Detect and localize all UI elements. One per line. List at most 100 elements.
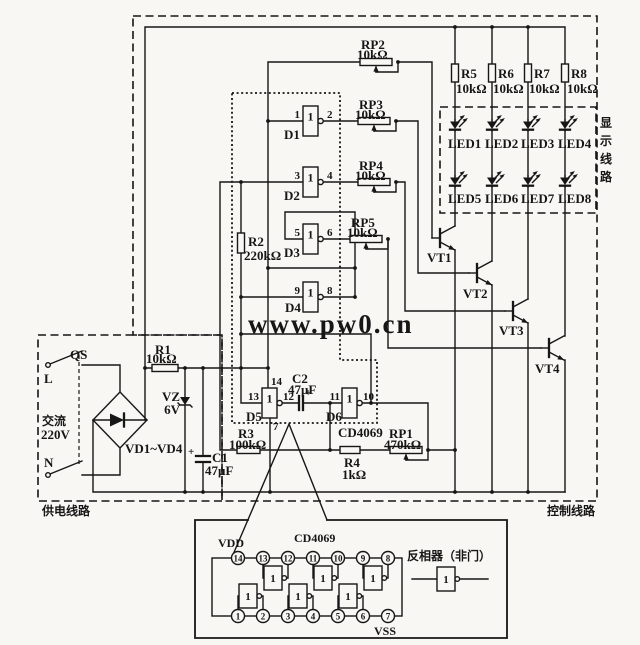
d4-pin-in: 9 [295,285,301,297]
pkg-pin2: 2 [261,612,266,622]
vt3-label: VT3 [499,323,524,338]
d1-pin-out: 2 [327,109,333,121]
gate-d3: 5 6 D3 [284,223,333,260]
rp5-name: RP5 [351,215,375,230]
vt4-label: VT4 [535,361,560,376]
rp2-value: 10kΩ [357,47,388,62]
vz-value: 6V [164,402,181,417]
gate-d4: 9 8 D4 [285,281,333,315]
rp2-name: RP2 [361,37,385,52]
led7: LED7 [521,169,555,206]
pot-rp5: RP5 10kΩ [347,215,391,250]
power-circuit-box: 供电线路 [37,334,223,518]
pot-rp2: RP2 10kΩ [357,37,401,73]
gate-d5: 13 12 14 7 D5 [246,376,295,433]
pkg-pin3: 3 [286,612,291,622]
pot-rp4: RP4 10kΩ [355,158,399,193]
vz-name: VZ [162,389,180,404]
r6-name: R6 [498,66,514,81]
led2-label: LED2 [485,136,518,151]
ac-label: 交流 [42,413,66,428]
rp4-name: RP4 [359,158,383,173]
led6: LED6 [485,169,519,206]
ac-source-label: 交流 220V [41,413,71,442]
r2-name: R2 [248,234,264,249]
capacitor-c2: + C2 47μF [288,371,316,412]
pkg-pin8: 8 [386,554,391,564]
inverter-legend-label: 反相器（非门） [407,548,491,563]
package-vss-label: VSS [374,624,396,638]
resistor-r8: R8 10kΩ [560,63,598,96]
wire-gate-network [219,61,456,493]
power-box-label: 供电线路 [41,503,91,518]
junction-dots [143,25,530,494]
rp3-name: RP3 [359,97,383,112]
switch-label: QS [70,347,87,362]
d2-pin-out: 4 [327,170,333,182]
resistor-r6: R6 10kΩ [487,63,524,96]
r6-value: 10kΩ [493,81,524,96]
rp4-value: 10kΩ [355,168,386,183]
d2-pin-in: 3 [295,170,301,182]
callout-lines [231,423,328,558]
resistor-r5: R5 10kΩ [450,63,487,96]
r2-value: 220kΩ [244,248,281,263]
r5-value: 10kΩ [456,81,487,96]
pot-rp3: RP3 10kΩ [355,97,399,132]
pkg-pin11: 11 [309,554,318,564]
d5-pin-in: 13 [248,391,260,403]
wire-led-columns [454,81,566,493]
capacitor-c1: + C1 47μF [188,446,233,478]
package-vdd-label: VDD [218,536,244,550]
pot-rp1: RP1 470kΩ [384,426,431,461]
pkg-pin10: 10 [334,554,344,564]
led1-label: LED1 [448,136,481,151]
rp3-value: 10kΩ [355,107,386,122]
d3-name: D3 [284,245,300,260]
d4-name: D4 [285,300,301,315]
transistor-vt3: VT3 [499,297,530,338]
r8-name: R8 [571,66,587,81]
c1-plus: + [188,446,194,458]
led8-label: LED8 [558,191,592,206]
r3-name: R3 [238,426,254,441]
resistor-r3: R3 100kΩ [229,426,266,455]
r1-name: R1 [155,342,171,357]
neutral-terminal-label: N [44,455,54,470]
r4-name: R4 [344,455,360,470]
display-box-label-char1: 显 [600,116,612,130]
led4-label: LED4 [558,136,592,151]
live-terminal-label: L [44,371,53,386]
r1-value: 10kΩ [146,351,177,366]
pkg-pin6: 6 [361,612,366,622]
led1: LED1 [448,113,481,151]
d5-pin-vdd: 14 [271,376,283,388]
display-box-label-char3: 线 [600,151,612,166]
vt2-label: VT2 [463,286,488,301]
rp1-value: 470kΩ [384,437,421,452]
pkg-pin1: 1 [236,612,241,622]
r4-value: 1kΩ [342,467,366,482]
gate-d6: 11 10 D6 [326,387,375,424]
transistor-vt4: VT4 [535,334,566,376]
led6-label: LED6 [485,191,519,206]
pkg-pin12: 12 [284,554,294,564]
rp5-value: 10kΩ [347,225,378,240]
pkg-pin13: 13 [259,554,269,564]
display-circuit-box: 显 示 线 路 [439,106,613,214]
resistor-r1: R1 10kΩ [146,342,179,373]
d6-name: D6 [326,409,342,424]
led4: LED4 [558,113,592,151]
wire-supply-rails [92,26,566,493]
led8: LED8 [558,169,592,206]
ac-voltage: 220V [41,427,71,442]
r3-value: 100kΩ [229,437,266,452]
d4-pin-out: 8 [327,285,333,297]
resistor-r4: R4 1kΩ [339,445,366,482]
r7-name: R7 [534,66,550,81]
pkg-pin7: 7 [386,612,391,622]
d1-name: D1 [284,127,300,142]
led5-label: LED5 [448,191,482,206]
